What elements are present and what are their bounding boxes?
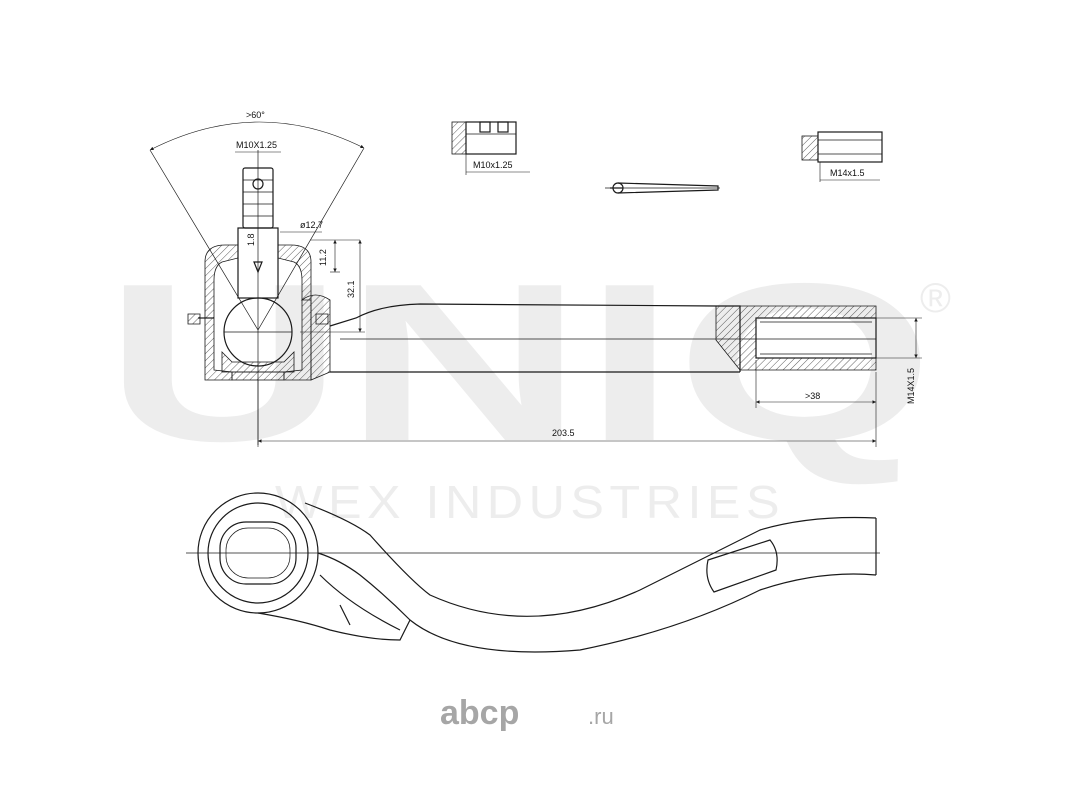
abcp-logo: abcp .ru bbox=[440, 694, 614, 732]
cotter-pin bbox=[605, 182, 720, 194]
tie-rod-plan-view bbox=[186, 492, 880, 653]
watermark-company: WEX INDUSTRIES bbox=[275, 476, 785, 528]
dimension-lines: 11.2 32.1 >38 M14X1.5 203.5 bbox=[257, 239, 922, 447]
total-length-label: 203.5 bbox=[552, 428, 575, 438]
d-11-2-label: 11.2 bbox=[318, 249, 328, 266]
castle-nut: M10x1.25 bbox=[451, 121, 530, 175]
lock-nut-thread-label: M14x1.5 bbox=[830, 168, 865, 178]
logo-main: abcp bbox=[440, 694, 519, 732]
housing bbox=[187, 244, 331, 381]
rod-body bbox=[329, 303, 877, 373]
d-32-1-label: 32.1 bbox=[346, 280, 356, 298]
angle-label: >60° bbox=[246, 110, 265, 120]
logo-suffix: .ru bbox=[588, 704, 614, 729]
tie-rod-section-view: >60° M10X1.25 1.8 ø12.7 bbox=[149, 110, 922, 447]
diameter-label: ø12.7 bbox=[300, 220, 323, 230]
nut-thread-label: M10x1.25 bbox=[473, 160, 513, 170]
thread-length-label: >38 bbox=[805, 391, 820, 401]
d-1-8-label: 1.8 bbox=[246, 233, 256, 246]
watermark: UNIQ ® WEX INDUSTRIES bbox=[104, 236, 951, 528]
watermark-registered: ® bbox=[920, 274, 951, 321]
inner-thread-label: M14X1.5 bbox=[906, 368, 916, 404]
angle-indicator: >60° bbox=[149, 110, 365, 331]
lock-nut: M14x1.5 bbox=[801, 131, 883, 182]
stud-thread-label: M10X1.25 bbox=[236, 140, 277, 150]
